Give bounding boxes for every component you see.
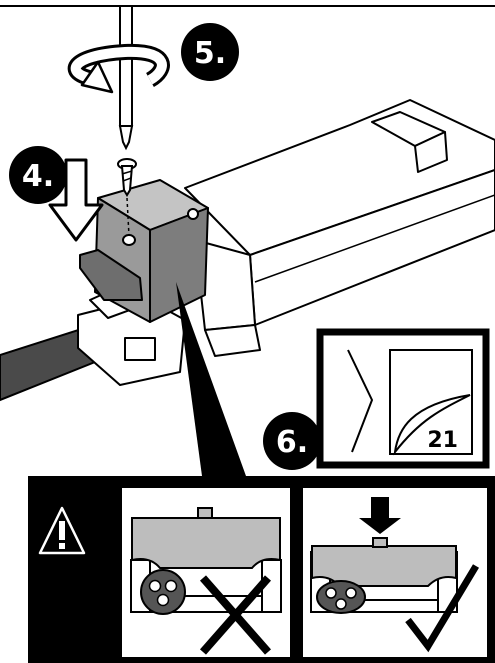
screwdriver: [118, 5, 134, 151]
driver-mount-tab: [204, 324, 261, 357]
page-number: 21: [427, 428, 458, 453]
press-down-arrow-icon: [48, 158, 104, 242]
warning-triangle-icon: [38, 506, 86, 555]
check-mark-icon: [405, 564, 480, 653]
page-curl-icon: [393, 394, 471, 456]
cover-entry: [79, 249, 143, 301]
strain-relief-cover: [79, 179, 209, 323]
cover-side-screw: [187, 208, 199, 220]
cable-section-wrong: [140, 569, 186, 615]
screwdriver-tip: [118, 125, 134, 151]
driver-unit: [184, 99, 495, 357]
detail-pointer: [176, 282, 246, 476]
step-6-badge: 6.: [263, 412, 321, 470]
svg-text:4.: 4.: [22, 159, 54, 194]
driver-end-block-front: [414, 131, 448, 173]
cross-mark-icon: [199, 575, 272, 655]
step-5-badge: 5.: [181, 23, 239, 81]
down-arrow-icon: [359, 497, 401, 534]
driver-edge: [254, 194, 495, 283]
step-4-badge: 4.: [9, 146, 67, 204]
correct-example-panel: [301, 486, 489, 659]
page-turn-chevron-icon: [347, 349, 374, 453]
terminal-base-window: [124, 337, 156, 361]
incorrect-example-panel: [120, 486, 292, 659]
cover-screw-hole: [122, 234, 136, 246]
rotate-clockwise-arrow-icon: [67, 43, 170, 94]
screwdriver-shaft: [119, 5, 133, 127]
screw: [117, 158, 137, 197]
svg-text:5.: 5.: [194, 36, 226, 71]
screw-guide: [126, 197, 130, 237]
svg-text:6.: 6.: [276, 425, 308, 460]
page-reference-box: 21: [316, 328, 490, 469]
